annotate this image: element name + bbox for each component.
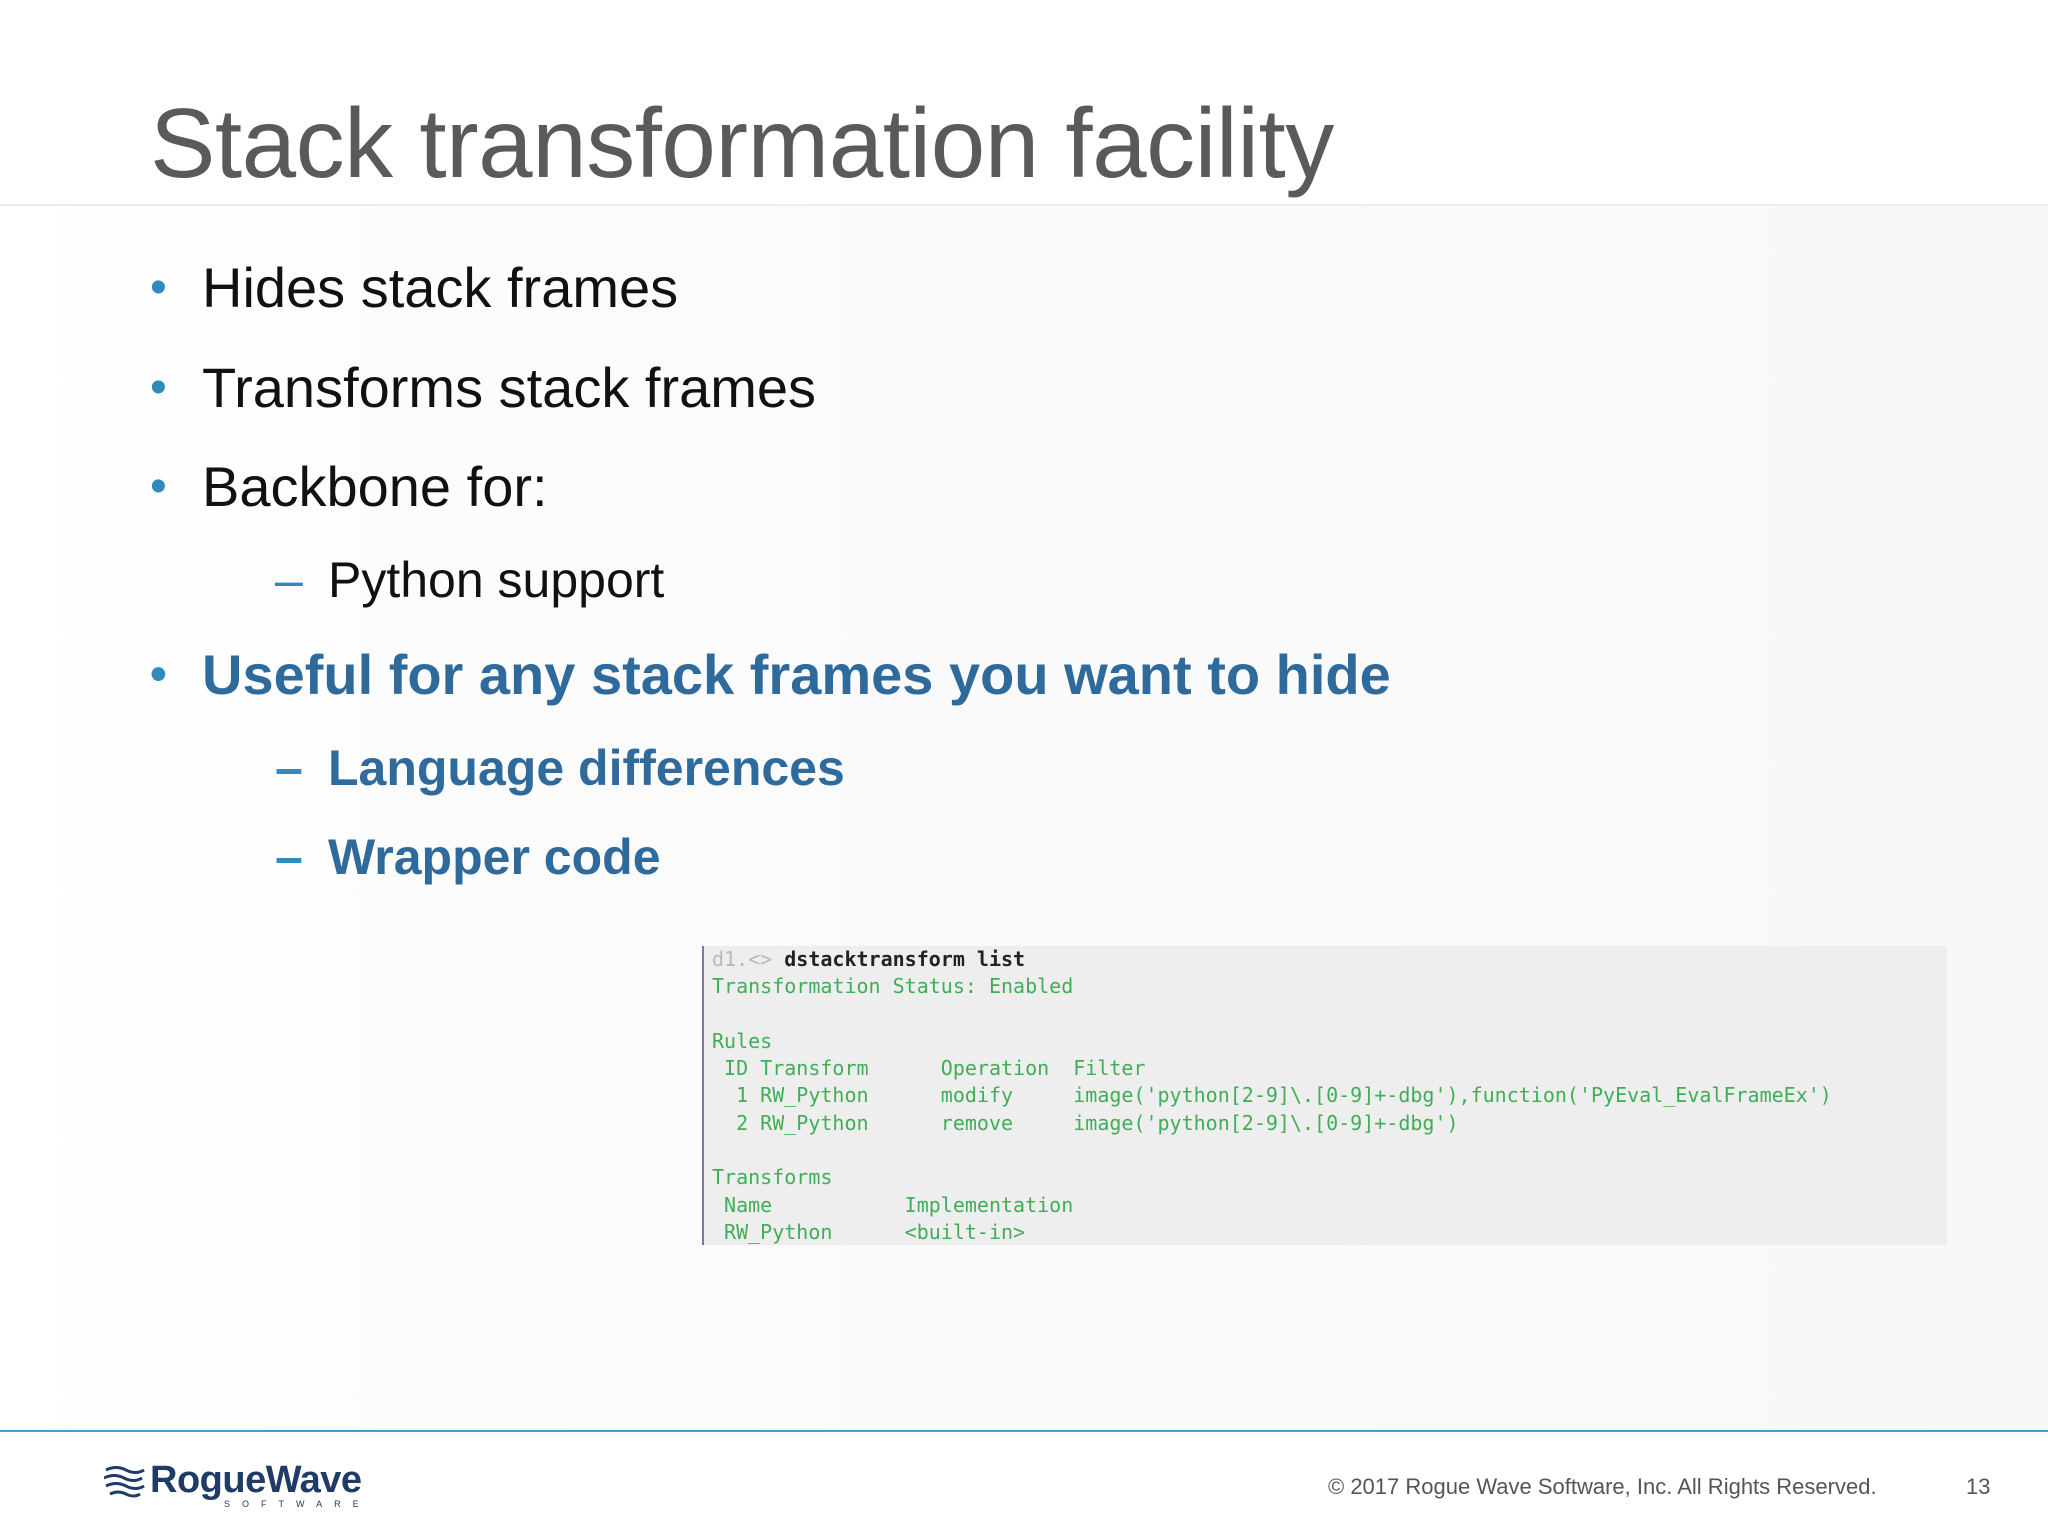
terminal-output-line: 2 RW_Python remove image('python[2-9]\.[…	[712, 1110, 1459, 1135]
bullet-text: Hides stack frames	[202, 256, 679, 319]
copyright-notice: © 2017 Rogue Wave Software, Inc. All Rig…	[1328, 1474, 1877, 1499]
page-number: 13	[1966, 1474, 1991, 1499]
terminal-output-line: Transformation Status: Enabled	[712, 974, 1074, 999]
terminal-output-line: Transforms	[712, 1165, 833, 1190]
terminal-output-line: RW_Python <built-in>	[712, 1219, 1026, 1244]
sub-bullet-marker: –	[275, 829, 303, 885]
terminal-output-line	[712, 1137, 1947, 1164]
sub-bullet-text: Wrapper code	[328, 829, 661, 885]
terminal-output-line: ID Transform Operation Filter	[712, 1056, 1146, 1081]
terminal-output-line: Name Implementation	[712, 1192, 1074, 1217]
bullet-text: Useful for any stack frames you want to …	[202, 643, 1391, 706]
bullet-marker: •	[150, 648, 167, 701]
terminal-output-line: Rules	[712, 1028, 773, 1053]
sub-bullet-text: Python support	[328, 552, 665, 608]
roguewave-logo: RogueWave SOFTWARE	[104, 1456, 404, 1516]
sub-bullet-item: –Wrapper code	[275, 827, 661, 887]
sub-bullet-marker: –	[275, 552, 303, 608]
logo-wordmark: RogueWave	[150, 1459, 362, 1501]
terminal-output-line: 1 RW_Python modify image('python[2-9]\.[…	[712, 1083, 1832, 1108]
bullet-marker: •	[150, 361, 167, 414]
sub-bullet-marker: –	[275, 740, 303, 796]
terminal-screenshot: d1.<> dstacktransform list Transformatio…	[702, 946, 1947, 1245]
bullet-text: Backbone for:	[202, 455, 548, 518]
wave-lines-icon	[104, 1466, 145, 1498]
bullet-marker: •	[150, 460, 167, 513]
terminal-output-line	[712, 1001, 1947, 1028]
terminal-prompt: d1.<>	[712, 947, 785, 971]
bullet-text: Transforms stack frames	[202, 356, 817, 419]
terminal-command-line: d1.<> dstacktransform list	[712, 946, 1947, 973]
bullet-item: • Backbone for:	[150, 455, 548, 519]
sub-bullet-item: –Language differences	[275, 738, 845, 798]
logo-subtext: SOFTWARE	[224, 1499, 371, 1509]
title-divider	[0, 204, 2048, 206]
sub-bullet-text: Language differences	[328, 740, 845, 796]
bullet-item: • Hides stack frames	[150, 256, 678, 320]
terminal-command: dstacktransform list	[784, 947, 1026, 971]
slide-title: Stack transformation facility	[150, 88, 1334, 198]
bullet-marker: •	[150, 261, 167, 314]
footer-divider	[0, 1430, 2048, 1432]
sub-bullet-item: –Python support	[275, 550, 664, 610]
emphasis-bullet: • Useful for any stack frames you want to…	[150, 643, 1391, 707]
bullet-item: • Transforms stack frames	[150, 356, 816, 420]
